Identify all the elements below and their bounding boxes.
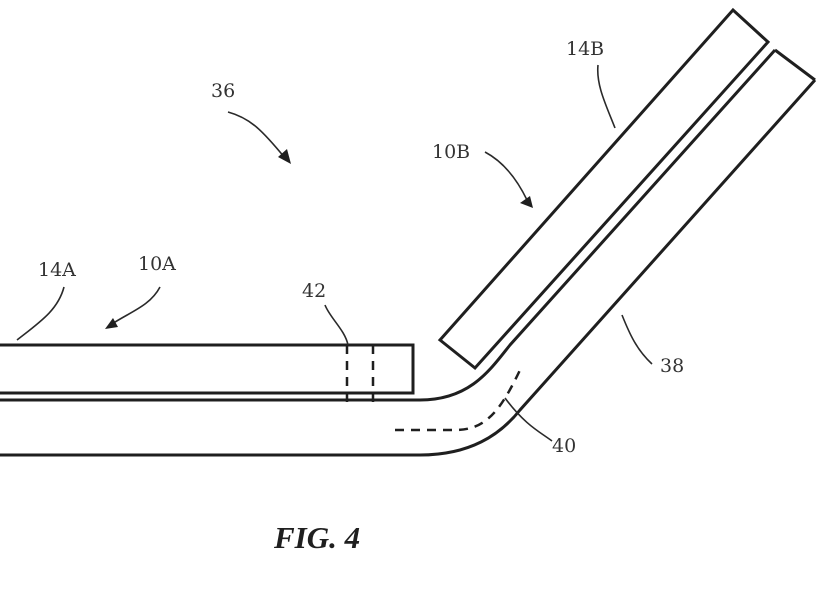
flex-path-dashed xyxy=(395,369,522,432)
flexible-substrate-end xyxy=(774,48,816,82)
leader-10a xyxy=(111,286,161,325)
label-40: 40 xyxy=(552,435,576,457)
label-14b: 14B xyxy=(566,38,604,60)
leader-40 xyxy=(504,397,553,442)
leader-10b xyxy=(484,151,528,201)
label-42: 42 xyxy=(302,280,326,302)
leader-38 xyxy=(621,314,653,365)
label-10b: 10B xyxy=(432,141,470,163)
label-10a: 10A xyxy=(138,253,176,275)
leader-14a xyxy=(16,286,65,341)
arrow-36 xyxy=(278,149,291,164)
arrow-10b xyxy=(520,196,533,208)
display-panel-a xyxy=(0,343,415,395)
display-panel-b xyxy=(437,7,771,371)
arrow-10a xyxy=(105,318,118,329)
leader-42 xyxy=(324,304,349,346)
label-36: 36 xyxy=(211,80,235,102)
flexible-substrate-outer xyxy=(0,48,777,402)
leader-14b xyxy=(596,64,616,129)
figure-caption: FIG. 4 xyxy=(273,520,360,555)
label-38: 38 xyxy=(660,355,684,377)
leader-36 xyxy=(227,111,286,159)
label-14a: 14A xyxy=(38,259,76,281)
